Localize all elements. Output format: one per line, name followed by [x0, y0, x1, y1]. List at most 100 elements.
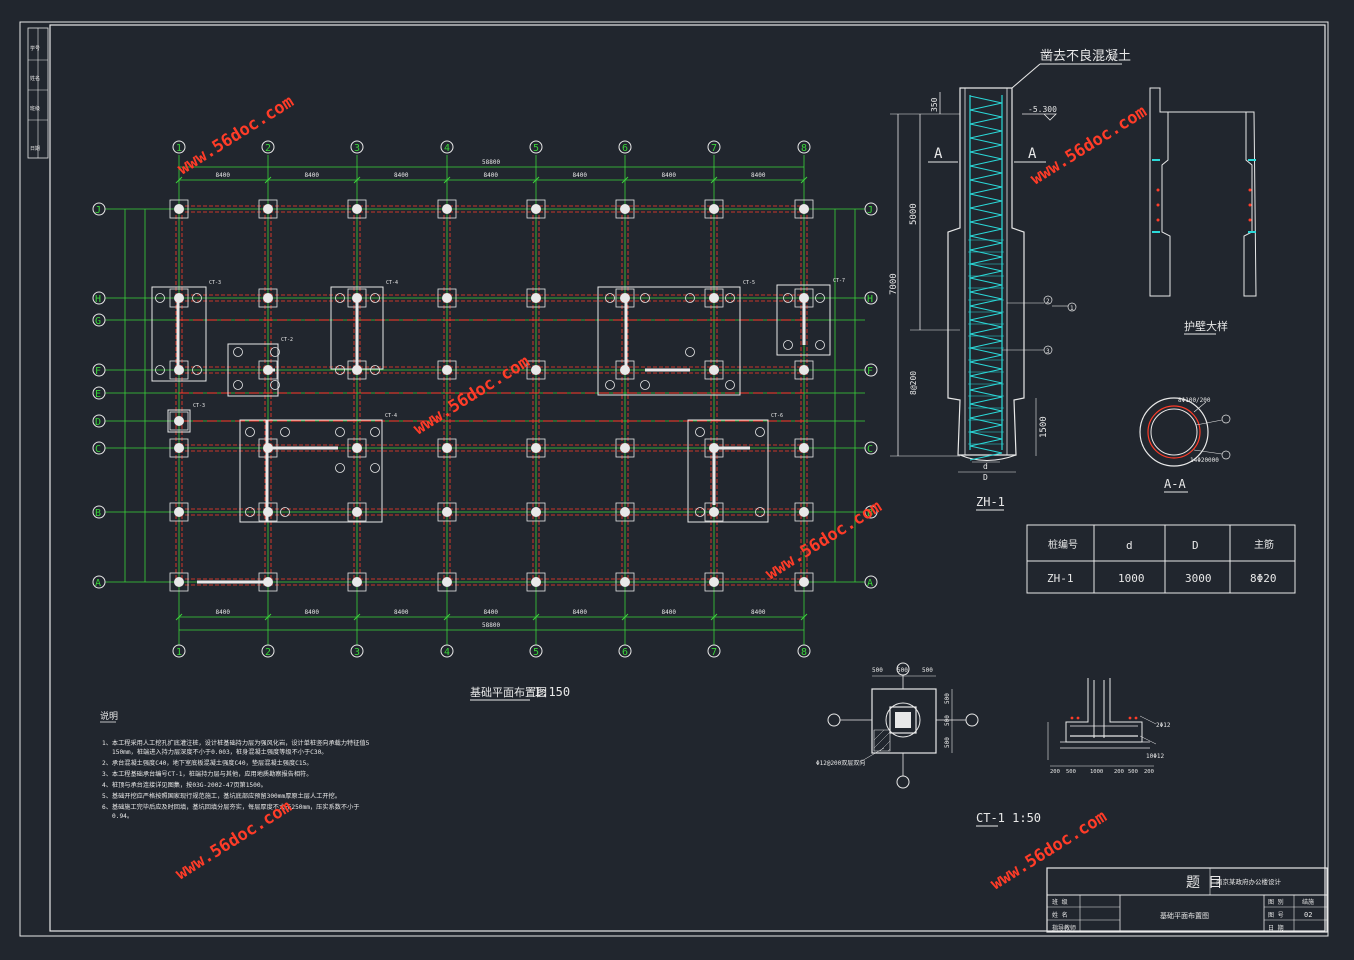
column-pile: [352, 365, 362, 375]
pile-top-note: 凿去不良混凝土: [1040, 48, 1131, 64]
pile-circle: [155, 293, 165, 303]
column-cap: [615, 502, 635, 522]
column-pile: [352, 577, 362, 587]
dim-bottom-label-5: 8400: [662, 609, 677, 616]
column-pile: [174, 416, 184, 426]
spiral-segment: [969, 123, 1003, 139]
pile-circle: [695, 507, 705, 517]
callout-3: 3: [1046, 348, 1050, 355]
column-cap: [615, 572, 635, 592]
spiral-segment: [969, 263, 1003, 279]
column-cap: [347, 360, 367, 380]
column-cap: [704, 360, 724, 380]
dim-top-tick: [800, 176, 808, 184]
axis-bubble-bottom-4: [440, 644, 454, 658]
dim-bottom-tick: [800, 613, 808, 621]
pile-cap-label-4: CT-5: [743, 280, 755, 286]
spiral-segment: [969, 207, 1003, 223]
column-pile: [442, 365, 452, 375]
pile-dim-350: 350: [930, 97, 939, 112]
note-item-4: 5、基础开挖应严格按照国家现行规范施工，基坑底部应预留300mm厚原土层人工开挖…: [102, 792, 341, 800]
watermark-4: www.56doc.com: [762, 497, 885, 584]
column-cap: [169, 411, 189, 431]
pile-circle: [640, 293, 650, 303]
pile-circle: [815, 340, 825, 350]
ct1-bottom-2: 1000: [1090, 769, 1103, 775]
table-header-0: 桩编号: [1048, 538, 1078, 551]
column-pile: [709, 507, 719, 517]
ct1-dim-side-2: 500: [944, 737, 951, 748]
pile-circle: [280, 427, 290, 437]
ct1-side-note-0: 2Φ12: [1156, 722, 1171, 729]
spiral-segment: [969, 305, 1003, 321]
section-a-a: 8Φ100/200 14Φ20000 A-A: [1139, 397, 1231, 493]
tb-right-value-0: 结施: [1302, 898, 1314, 906]
tb-right-label-1: 图 号: [1268, 912, 1284, 919]
spiral-segment: [969, 95, 1003, 111]
column-pile: [799, 443, 809, 453]
column-cap: [347, 502, 367, 522]
axis-label-right-A: A: [867, 578, 873, 589]
pile-circle: [233, 380, 243, 390]
pile-circle: [370, 365, 380, 375]
column-pile: [174, 204, 184, 214]
column-cap: [347, 438, 367, 458]
plan-title: 基础平面布置图: [470, 686, 547, 699]
ct1-dim-top-0: 500: [872, 667, 883, 674]
column-pile: [620, 507, 630, 517]
axis-bubble-right-A: [864, 575, 878, 589]
pile-cap-3: [239, 419, 383, 523]
axis-label-left-D: D: [95, 417, 101, 428]
pile-elevation-label: -5.300: [1028, 105, 1057, 114]
column-cap: [437, 502, 457, 522]
axis-bubble-right-J: [864, 202, 878, 216]
dim-bottom-label-0: 8400: [216, 609, 231, 616]
tb-row-2: 指导教师: [1052, 924, 1076, 932]
dim-top-tick: [710, 176, 718, 184]
column-pile: [799, 293, 809, 303]
column-pile: [263, 293, 273, 303]
pile-circle: [685, 293, 695, 303]
pile-circle: [605, 380, 615, 390]
axis-label-right-F: F: [867, 366, 873, 377]
axis-bubble-top-7: [707, 140, 721, 154]
spiral-segment: [969, 445, 1003, 461]
dim-bottom-label-6: 8400: [751, 609, 766, 616]
column-cap: [704, 572, 724, 592]
column-pile: [174, 293, 184, 303]
axis-label-bottom-7: 7: [711, 647, 717, 658]
column-cap: [794, 438, 814, 458]
dim-bottom-tick: [443, 613, 451, 621]
axis-bubble-top-8: [797, 140, 811, 154]
ct1-bottom-5: 200: [1144, 769, 1154, 775]
pile-name: ZH-1: [976, 495, 1005, 509]
pile-cap-label-7: CT-3: [193, 403, 205, 409]
column-cap: [169, 502, 189, 522]
note-item-1: 2、承台混凝土强度C40，地下室底板混凝土强度C40，垫层混凝土强度C15。: [102, 759, 313, 767]
pile-circle: [605, 293, 615, 303]
column-pile: [620, 204, 630, 214]
spiral-segment: [969, 249, 1003, 265]
callout-1: 1: [1070, 305, 1074, 312]
axis-bubble-top-2: [261, 140, 275, 154]
column-pile: [709, 204, 719, 214]
ct1-side-note-1: 10Φ12: [1146, 753, 1164, 760]
column-cap: [526, 288, 546, 308]
dim-bottom-tick: [532, 613, 540, 621]
dim-top-label-5: 8400: [662, 172, 677, 179]
guard-wall-title: 护壁大样: [1184, 319, 1228, 333]
column-cap: [437, 199, 457, 219]
column-pile: [799, 365, 809, 375]
axis-label-bottom-1: 1: [176, 647, 182, 658]
column-pile: [531, 293, 541, 303]
tb-right-value-1: 02: [1304, 911, 1312, 919]
pile-dim-5000: 5000: [909, 203, 919, 225]
pile-circle: [245, 427, 255, 437]
column-pile: [799, 507, 809, 517]
pile-circle: [280, 507, 290, 517]
dim-top-tick: [532, 176, 540, 184]
pile-circle: [335, 365, 345, 375]
axis-label-left-J: J: [95, 205, 101, 216]
column-pile: [263, 507, 273, 517]
axis-bubble-bottom-6: [618, 644, 632, 658]
